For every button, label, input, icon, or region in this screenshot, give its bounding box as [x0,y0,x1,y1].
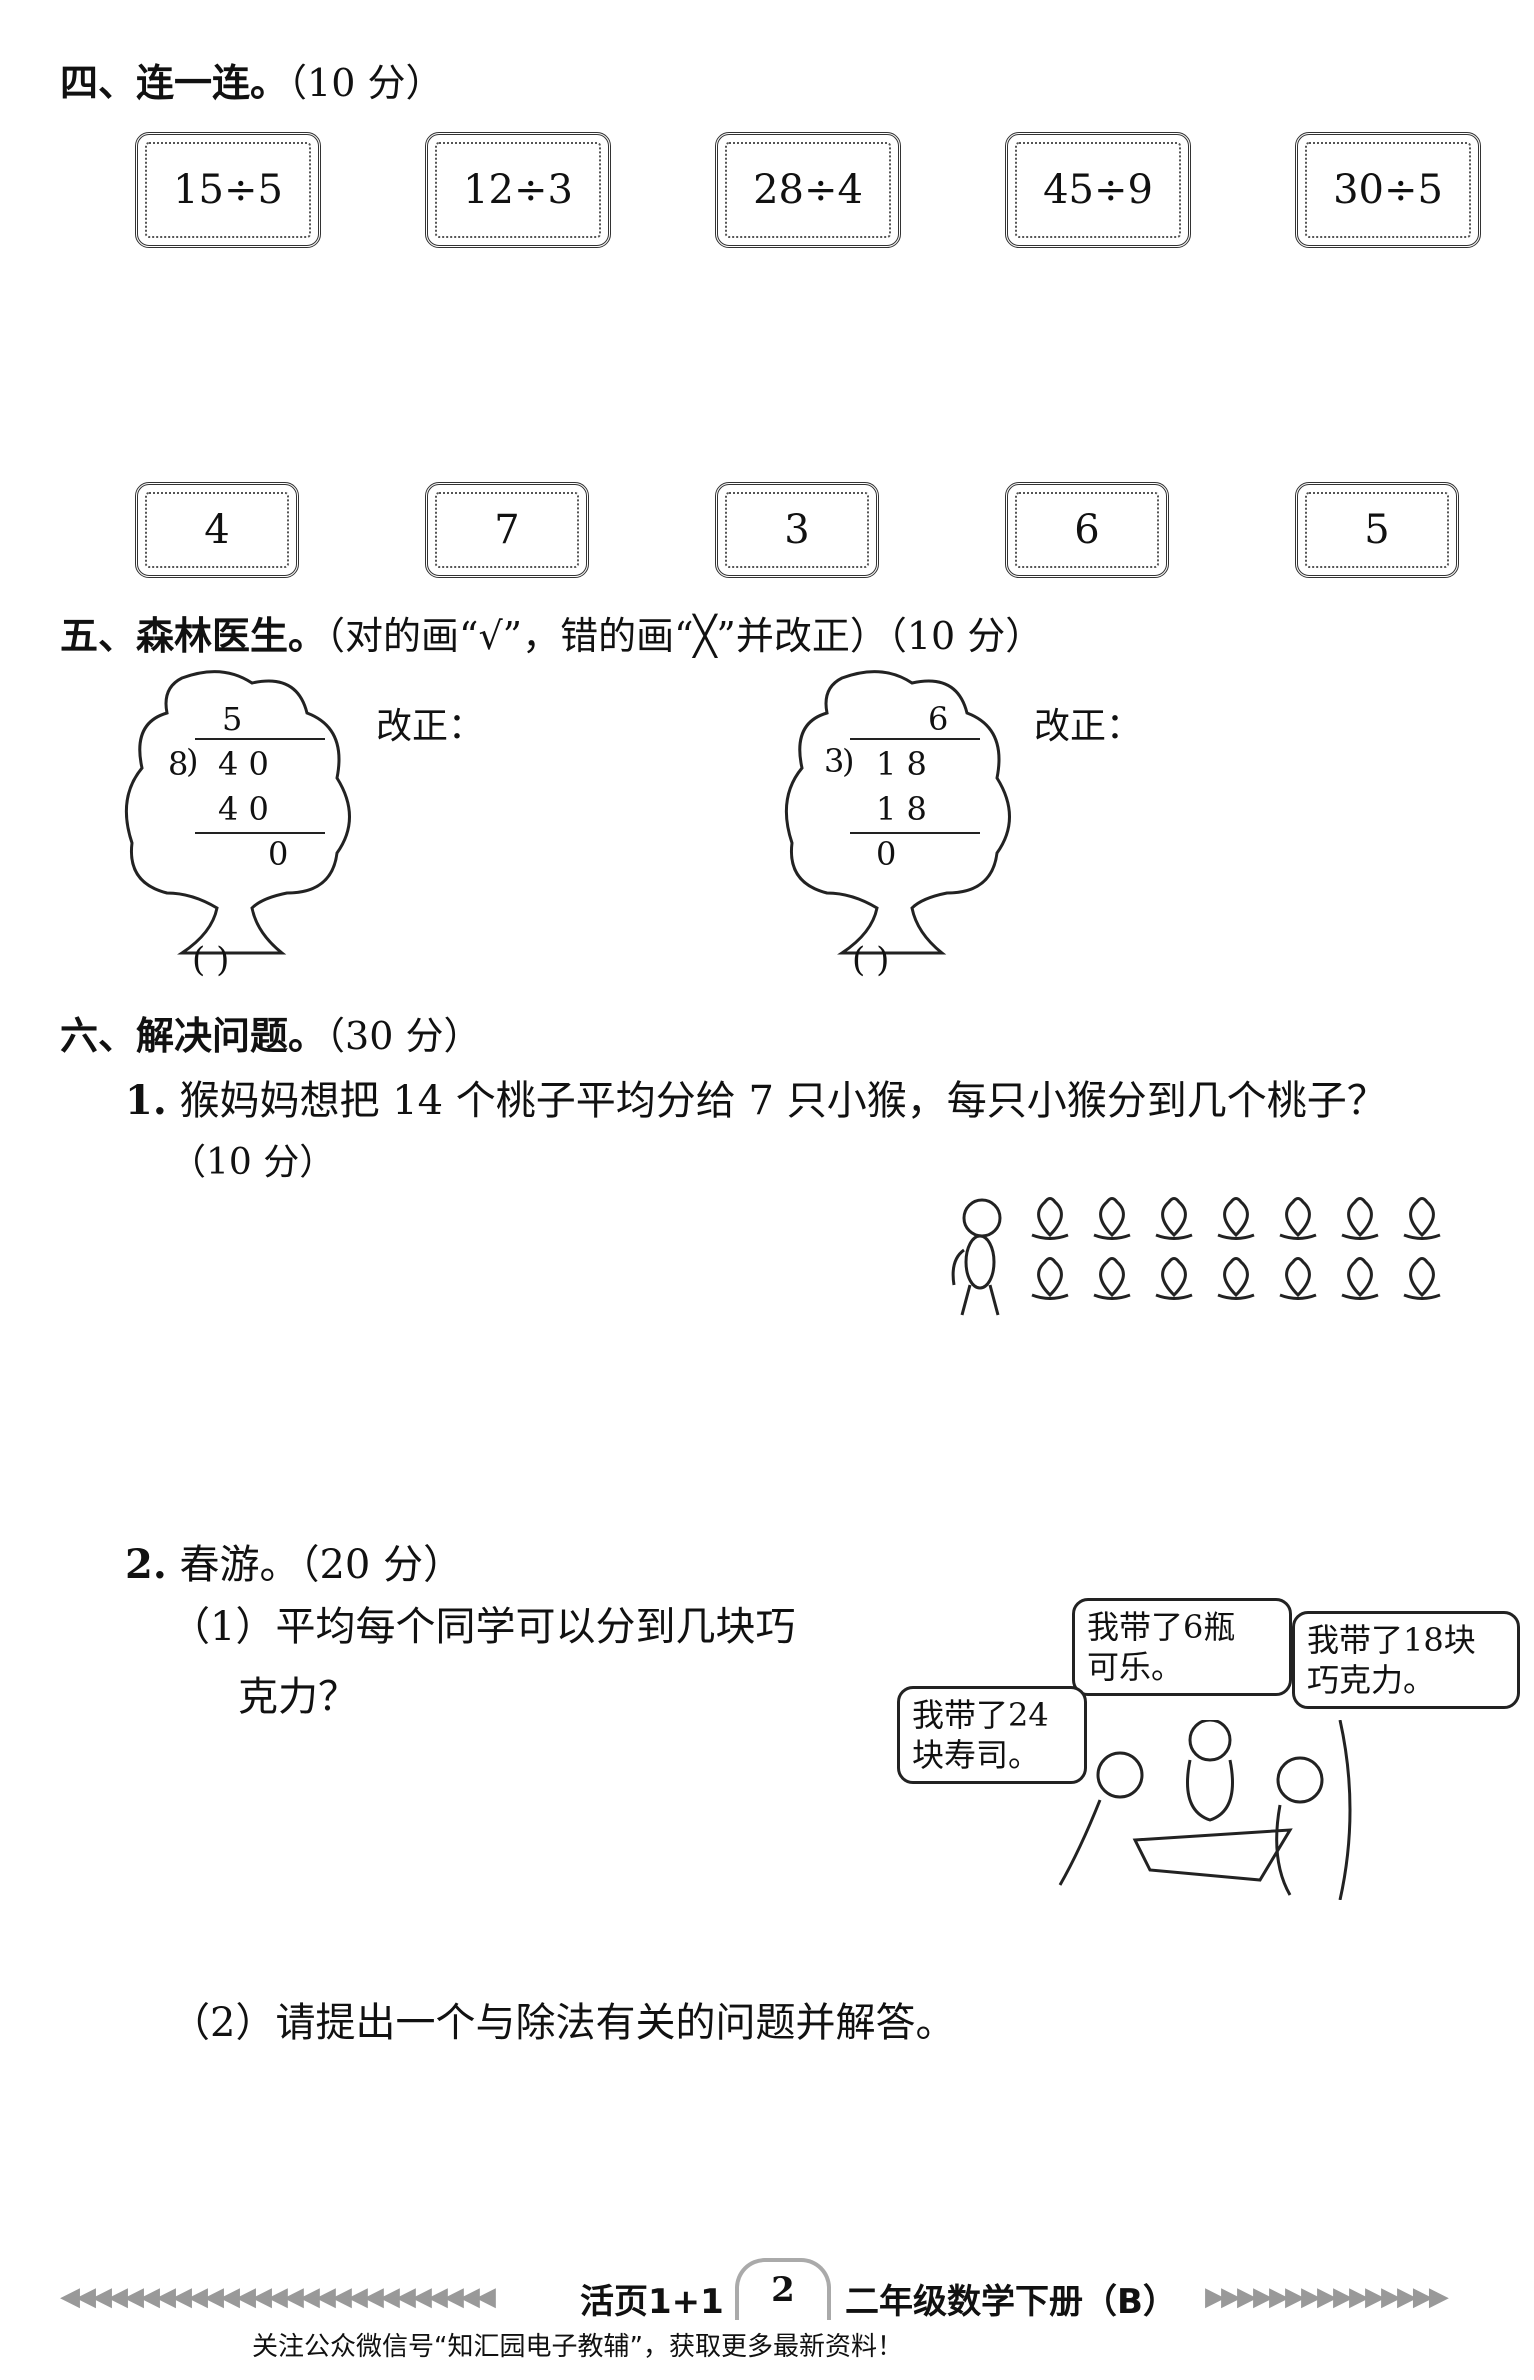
remainder: 0 [268,835,289,873]
speech-bubble-chocolate: 我带了18块巧克力。 [1292,1611,1520,1709]
peach-icon [1341,1197,1379,1240]
bubble-line: 块寿司。 [912,1736,1041,1774]
product: 4 0 [218,790,269,828]
peach-icon [1403,1257,1441,1300]
tree-outline-icon [124,670,351,955]
peach-icon [1093,1257,1131,1300]
peach-icon [1341,1257,1379,1300]
page-number: 2 [735,2258,831,2326]
section6-score: （30 分） [326,1014,482,1058]
fix-label: 改正： [1034,706,1143,747]
picnic-children-icon [1058,1718,1352,1901]
bubble-line: 可乐。 [1087,1648,1184,1686]
expression-box[interactable]: 30÷5 [1295,132,1481,248]
peach-icon [1031,1257,1069,1300]
answer-box[interactable]: 4 [135,482,299,578]
peach-icon [1031,1197,1069,1240]
watermark-banner: 关注公众微信号“知汇园电子教辅”，获取更多最新资料！ [0,2320,1155,2380]
peach-icon [1279,1197,1317,1240]
subquestion-1: （1）平均每个同学可以分到几块巧 [170,1604,796,1650]
tree-outline-icon [784,670,1011,955]
peach-icon [1403,1197,1441,1240]
answer-parentheses[interactable]: ( ) [192,940,230,980]
bubble-line: 我带了24 [912,1696,1049,1734]
dividend: 1 8 [876,745,927,783]
question-number: 1. [125,1077,167,1124]
peach-icon [1279,1257,1317,1300]
picnic-illustration [1040,1718,1375,1901]
peach-icon [1155,1197,1193,1240]
section4-score: （10 分） [288,61,444,105]
expression-box[interactable]: 15÷5 [135,132,321,248]
section5-title: 五、森林医生。（对的画“√”，错的画“╳”并改正）（10 分） [60,605,1043,660]
expression-box[interactable]: 45÷9 [1005,132,1191,248]
divisor: 3 [824,742,845,780]
remainder: 0 [876,835,897,873]
footer-book-title: 二年级数学下册（B） [845,2282,1177,2322]
section6-title: 六、解决问题。（30 分） [60,1005,481,1060]
product: 1 8 [876,790,927,828]
footer-left-arrows: ◀◀◀◀◀◀◀◀◀◀◀◀◀◀◀◀◀◀◀◀◀◀◀◀◀◀◀ [60,2282,496,2312]
monkey-peaches-illustration [951,1197,1441,1316]
bubble-line: 巧克力。 [1307,1661,1436,1699]
expression-box[interactable]: 28÷4 [715,132,901,248]
bubble-line: 我带了18块 [1307,1621,1476,1659]
page-footer: ◀◀◀◀◀◀◀◀◀◀◀◀◀◀◀◀◀◀◀◀◀◀◀◀◀◀◀ 活页1+1 2 二年级数… [0,2258,1534,2326]
footer-series: 活页1+1 [580,2282,724,2322]
expression-box[interactable]: 12÷3 [425,132,611,248]
quotient: 6 [928,700,949,738]
question-number: 2. [125,1541,167,1588]
question-1: 1. 猴妈妈想把 14 个桃子平均分给 7 只小猴，每只小猴分到几个桃子？ [125,1068,1387,1126]
divisor: 8 [168,745,189,783]
answer-box[interactable]: 7 [425,482,589,578]
subquestion-1-cont: 克力？ [238,1674,358,1720]
question-score: （10 分） [170,1142,336,1183]
dividend: 4 0 [218,745,269,783]
section5-heading: 五、森林医生。 [60,614,327,658]
question-text: 猴妈妈想把 14 个桃子平均分给 7 只小猴，每只小猴分到几个桃子？ [179,1078,1387,1124]
peach-icon [1217,1197,1255,1240]
quotient: 5 [222,700,243,738]
answer-box[interactable]: 5 [1295,482,1459,578]
peach-icon [1155,1257,1193,1300]
section4-title: 四、连一连。（10 分） [60,52,443,107]
answer-parentheses[interactable]: ( ) [852,940,890,980]
answer-box[interactable]: 3 [715,482,879,578]
peach-icon [1093,1197,1131,1240]
section4-heading: 四、连一连。 [60,61,289,105]
subquestion-2: （2）请提出一个与除法有关的问题并解答。 [170,2000,956,2046]
speech-bubble-cola: 我带了6瓶可乐。 [1072,1598,1292,1696]
section5-instruction: （对的画“√”，错的画“╳”并改正）（10 分） [326,614,1044,658]
question-2: 2. 春游。（20 分） [125,1532,463,1590]
section6-heading: 六、解决问题。 [60,1014,327,1058]
answer-box[interactable]: 6 [1005,482,1169,578]
question-text: 春游。（20 分） [179,1542,464,1588]
bubble-line: 我带了6瓶 [1087,1608,1236,1646]
peach-icon [1217,1257,1255,1300]
footer-right-arrows: ▶▶▶▶▶▶▶▶▶▶▶▶▶▶▶ [1205,2282,1449,2312]
fix-label: 改正： [376,706,485,747]
